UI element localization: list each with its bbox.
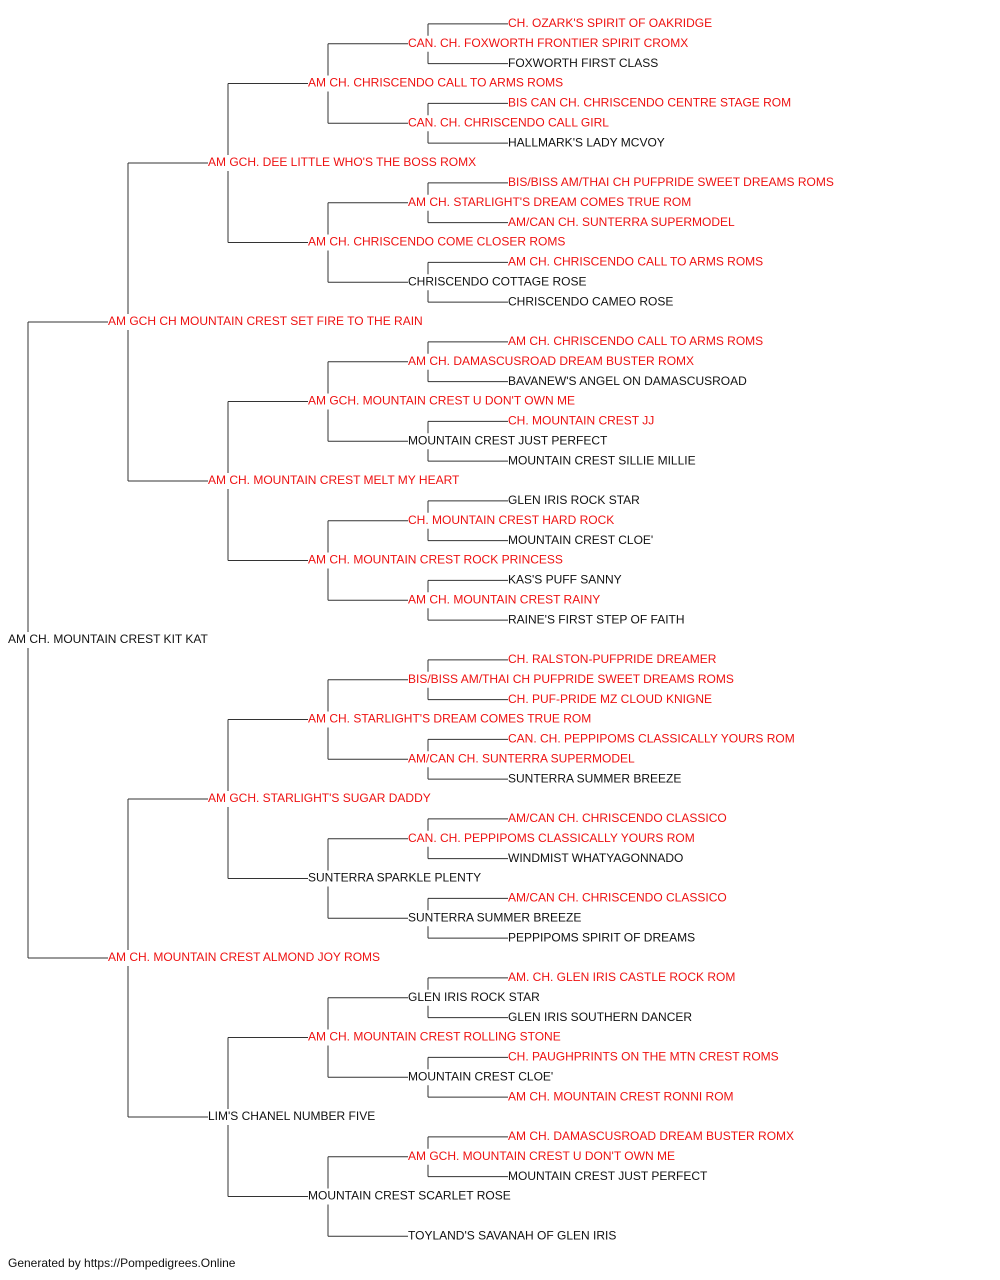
sire-name: AM. CH. GLEN IRIS CASTLE ROCK ROM	[508, 970, 735, 984]
dam-name: AM CH. CHRISCENDO COME CLOSER ROMS	[308, 235, 565, 249]
dam-name: CH. PUF-PRIDE MZ CLOUD KNIGNE	[508, 692, 712, 706]
dam-name: SUNTERRA SPARKLE PLENTY	[308, 871, 481, 885]
dam-name: AM/CAN CH. SUNTERRA SUPERMODEL	[508, 215, 735, 229]
sire-name: CH. PAUGHPRINTS ON THE MTN CREST ROMS	[508, 1050, 779, 1064]
sire-name: AM/CAN CH. CHRISCENDO CLASSICO	[508, 811, 727, 825]
sire-name: AM CH. DAMASCUSROAD DREAM BUSTER ROMX	[408, 354, 694, 368]
sire-name: AM GCH. MOUNTAIN CREST U DON'T OWN ME	[408, 1149, 675, 1163]
sire-name: AM CH. STARLIGHT'S DREAM COMES TRUE ROM	[408, 195, 691, 209]
dam-name: LIM'S CHANEL NUMBER FIVE	[208, 1109, 375, 1123]
subject-dog-name: AM CH. MOUNTAIN CREST KIT KAT	[8, 632, 208, 646]
sire-name: AM CH. CHRISCENDO CALL TO ARMS ROMS	[508, 255, 763, 269]
dam-name: MOUNTAIN CREST JUST PERFECT	[508, 1169, 708, 1183]
dam-name: GLEN IRIS SOUTHERN DANCER	[508, 1010, 692, 1024]
sire-name: AM CH. STARLIGHT'S DREAM COMES TRUE ROM	[308, 712, 591, 726]
sire-name: AM CH. CHRISCENDO CALL TO ARMS ROMS	[308, 76, 563, 90]
dam-name: AM CH. MOUNTAIN CREST ALMOND JOY ROMS	[108, 950, 380, 964]
dam-name: CHRISCENDO CAMEO ROSE	[508, 294, 673, 308]
sire-name: AM GCH CH MOUNTAIN CREST SET FIRE TO THE…	[108, 314, 423, 328]
dam-name: AM/CAN CH. SUNTERRA SUPERMODEL	[408, 751, 635, 765]
dam-name: MOUNTAIN CREST SILLIE MILLIE	[508, 453, 696, 467]
sire-name: BIS/BISS AM/THAI CH PUFPRIDE SWEET DREAM…	[508, 175, 834, 189]
sire-name: AM GCH. STARLIGHT'S SUGAR DADDY	[208, 791, 431, 805]
sire-name: AM CH. MOUNTAIN CREST ROLLING STONE	[308, 1030, 561, 1044]
dam-name: SUNTERRA SUMMER BREEZE	[408, 910, 581, 924]
sire-name: CAN. CH. PEPPIPOMS CLASSICALLY YOURS ROM	[508, 732, 795, 746]
dam-name: PEPPIPOMS SPIRIT OF DREAMS	[508, 930, 695, 944]
sire-name: CH. MOUNTAIN CREST HARD ROCK	[408, 513, 614, 527]
sire-name: CH. MOUNTAIN CREST JJ	[508, 414, 654, 428]
sire-name: BIS CAN CH. CHRISCENDO CENTRE STAGE ROM	[508, 96, 791, 110]
dam-name: SUNTERRA SUMMER BREEZE	[508, 771, 681, 785]
sire-name: CAN. CH. PEPPIPOMS CLASSICALLY YOURS ROM	[408, 831, 695, 845]
dam-name: MOUNTAIN CREST CLOE'	[408, 1069, 553, 1083]
sire-name: GLEN IRIS ROCK STAR	[508, 493, 640, 507]
dam-name: AM CH. MOUNTAIN CREST ROCK PRINCESS	[308, 553, 563, 567]
sire-name: AM CH. DAMASCUSROAD DREAM BUSTER ROMX	[508, 1129, 794, 1143]
sire-name: KAS'S PUFF SANNY	[508, 573, 622, 587]
generated-by-footer: Generated by https://Pompedigrees.Online	[8, 1256, 236, 1270]
dam-name: TOYLAND'S SAVANAH OF GLEN IRIS	[408, 1228, 616, 1242]
sire-name: BIS/BISS AM/THAI CH PUFPRIDE SWEET DREAM…	[408, 672, 734, 686]
dam-name: MOUNTAIN CREST CLOE'	[508, 533, 653, 547]
sire-name: CH. OZARK'S SPIRIT OF OAKRIDGE	[508, 16, 712, 30]
sire-name: GLEN IRIS ROCK STAR	[408, 990, 540, 1004]
dam-name: FOXWORTH FIRST CLASS	[508, 56, 658, 70]
dam-name: AM CH. MOUNTAIN CREST MELT MY HEART	[208, 473, 460, 487]
sire-name: CH. RALSTON-PUFPRIDE DREAMER	[508, 652, 717, 666]
dam-name: CHRISCENDO COTTAGE ROSE	[408, 274, 586, 288]
dam-name: WINDMIST WHATYAGONNADO	[508, 851, 683, 865]
sire-name: AM/CAN CH. CHRISCENDO CLASSICO	[508, 891, 727, 905]
sire-name: CAN. CH. FOXWORTH FRONTIER SPIRIT CROMX	[408, 36, 688, 50]
sire-name: AM GCH. DEE LITTLE WHO'S THE BOSS ROMX	[208, 155, 476, 169]
sire-name: AM CH. CHRISCENDO CALL TO ARMS ROMS	[508, 334, 763, 348]
dam-name: BAVANEW'S ANGEL ON DAMASCUSROAD	[508, 374, 747, 388]
dam-name: RAINE'S FIRST STEP OF FAITH	[508, 612, 685, 626]
dam-name: HALLMARK'S LADY MCVOY	[508, 135, 665, 149]
dam-name: MOUNTAIN CREST JUST PERFECT	[408, 433, 608, 447]
dam-name: CAN. CH. CHRISCENDO CALL GIRL	[408, 115, 609, 129]
dam-name: AM CH. MOUNTAIN CREST RAINY	[408, 592, 600, 606]
sire-name: AM GCH. MOUNTAIN CREST U DON'T OWN ME	[308, 394, 575, 408]
dam-name: AM CH. MOUNTAIN CREST RONNI ROM	[508, 1089, 734, 1103]
dam-name: MOUNTAIN CREST SCARLET ROSE	[308, 1189, 511, 1203]
